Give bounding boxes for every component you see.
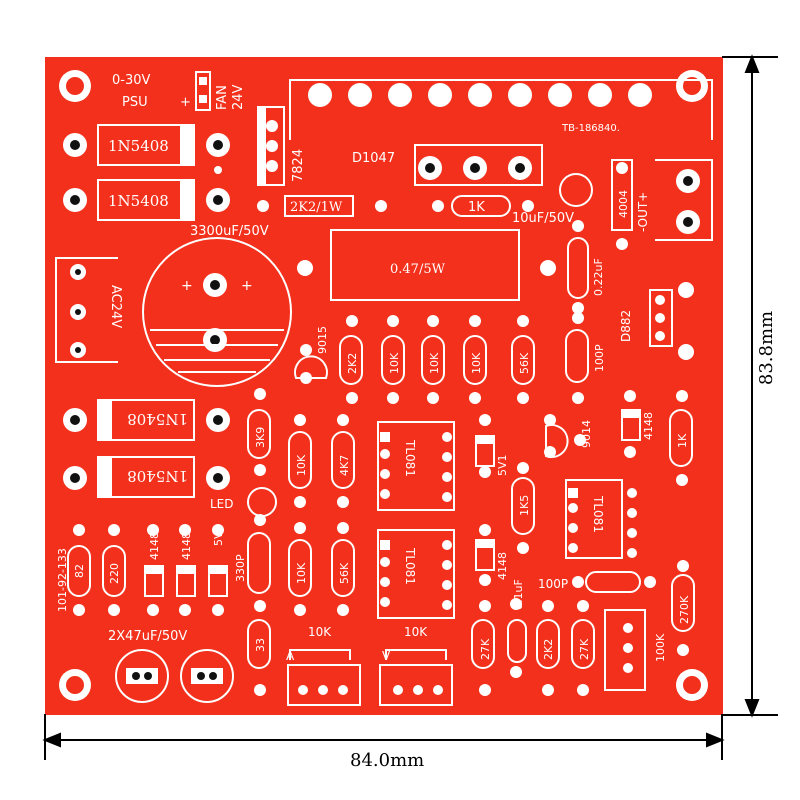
- ac-input-terminal: [55, 257, 118, 363]
- label-diode-4148-c: 4148: [180, 532, 193, 560]
- label-regulator: 7824: [291, 149, 306, 182]
- label-cap-100p-a: 100P: [593, 344, 606, 372]
- width-dimension-label: 84.0mm: [350, 750, 424, 771]
- label-diode-4004: 4004: [617, 190, 630, 218]
- label-9015: 9015: [316, 326, 329, 354]
- mounting-holes: [59, 70, 708, 701]
- label-res-2k2-a: 2K2: [346, 353, 359, 374]
- label-diode-bottom-1: 1N5408: [127, 410, 188, 428]
- regulator-7824-outline: [214, 106, 285, 186]
- label-cap-3300uf-plus-right: +: [241, 278, 253, 294]
- d1047-outline: [414, 144, 543, 186]
- label-ic-3: TL081: [591, 495, 605, 533]
- label-fan-voltage: 24V: [231, 84, 246, 110]
- label-psu: PSU: [122, 95, 148, 110]
- label-psu-range: 0-30V: [112, 73, 151, 88]
- label-res-56k-b: 56K: [338, 562, 351, 584]
- label-res-10k-a: 10K: [388, 352, 401, 374]
- dimension-height: [722, 54, 778, 718]
- label-cap-3300uf: 3300uF/50V: [190, 224, 269, 239]
- label-res-10k-c: 10K: [470, 352, 483, 374]
- label-led: LED: [210, 497, 234, 511]
- label-cap-100p-b: 100P: [538, 577, 568, 591]
- d882-outline: [649, 282, 694, 360]
- label-res-1k-top: 1K: [468, 200, 485, 215]
- small-transistors: [247, 173, 593, 517]
- label-diode-4148-b: 4148: [148, 532, 161, 560]
- label-res-33: 33: [254, 638, 267, 652]
- diode-top-cathode-bands: [180, 125, 194, 220]
- label-plus-fan: +: [180, 95, 191, 110]
- label-d1047: D1047: [352, 151, 395, 166]
- label-cap-2x47uf: 2X47uF/50V: [108, 629, 187, 644]
- label-diode-4148-a: 4148: [642, 412, 655, 440]
- large-pads: [63, 133, 700, 490]
- label-res-27k-b: 27K: [578, 638, 591, 660]
- label-res-100k: 100K: [654, 633, 667, 662]
- label-res-1k-right: 1K: [676, 433, 689, 448]
- label-res-3k9: 3K9: [254, 427, 267, 448]
- label-heatsink-ref: TB-186840.: [561, 123, 620, 134]
- label-fan: FAN: [215, 85, 230, 110]
- label-ic-1: TL081: [403, 439, 417, 477]
- label-res-10k-b: 10K: [428, 352, 441, 374]
- trimmer-100k: [604, 609, 646, 691]
- label-pot-v: V: [382, 649, 391, 663]
- diode-bottom-cathode-bands: [98, 400, 112, 497]
- small-component-outlines: [67, 159, 695, 669]
- label-res-27k-a: 27K: [479, 638, 492, 660]
- potentiometers: [287, 649, 453, 706]
- label-cap-01uf: 0.1uF: [512, 579, 525, 610]
- small-diodes: [144, 409, 641, 597]
- label-board-code: 101-92-133: [56, 548, 69, 612]
- label-diode-4148-d: 4148: [496, 552, 509, 580]
- label-pot-v-value: 10K: [404, 625, 428, 639]
- label-cap-330p: 330P: [234, 554, 247, 582]
- label-d882: D882: [619, 310, 633, 342]
- label-ic-2: TL081: [403, 547, 417, 585]
- heatsink-outline: [289, 79, 713, 140]
- label-cap-3300uf-plus-left: +: [181, 278, 193, 294]
- label-out-plus: -OUT+: [636, 192, 650, 232]
- label-res-56k-a: 56K: [518, 352, 531, 374]
- label-diode-top-2: 1N5408: [108, 192, 169, 210]
- label-pot-a: A: [286, 649, 295, 663]
- label-cap-022uf: 0.22uF: [592, 258, 605, 296]
- label-diode-top-1: 1N5408: [108, 137, 169, 155]
- label-diode-bottom-2: 1N5408: [127, 467, 188, 485]
- label-res-10k-e: 10K: [295, 562, 308, 584]
- fan-connector: [195, 71, 211, 111]
- dimension-width: [42, 714, 725, 760]
- height-dimension-label: 83.8mm: [756, 311, 777, 385]
- label-zener-5v1-a: 5V1: [496, 454, 509, 476]
- label-ac24v: AC24V: [108, 285, 123, 328]
- label-res-82: 82: [73, 564, 86, 578]
- output-terminal-outline: [655, 159, 713, 241]
- label-res-2k2-1w: 2K2/1W: [290, 200, 343, 215]
- label-res-2k2-b: 2K2: [542, 639, 555, 660]
- component-pads: [73, 162, 689, 696]
- label-cap-10uf: 10uF/50V: [512, 211, 574, 226]
- label-res-270k: 270K: [678, 595, 691, 624]
- ic-pins: [380, 432, 637, 610]
- label-pot-a-value: 10K: [308, 625, 332, 639]
- label-res-shunt: 0.47/5W: [390, 262, 446, 277]
- label-res-10k-d: 10K: [295, 454, 308, 476]
- label-zener-5v1-b: 5V1: [212, 524, 225, 546]
- capacitor-3300uf: [142, 237, 292, 387]
- label-res-4k7: 4K7: [338, 455, 351, 476]
- label-res-220: 220: [108, 563, 121, 584]
- capacitors-47uf: [115, 649, 234, 703]
- label-9014: 9014: [580, 420, 593, 448]
- label-res-1k5: 1K5: [518, 495, 531, 516]
